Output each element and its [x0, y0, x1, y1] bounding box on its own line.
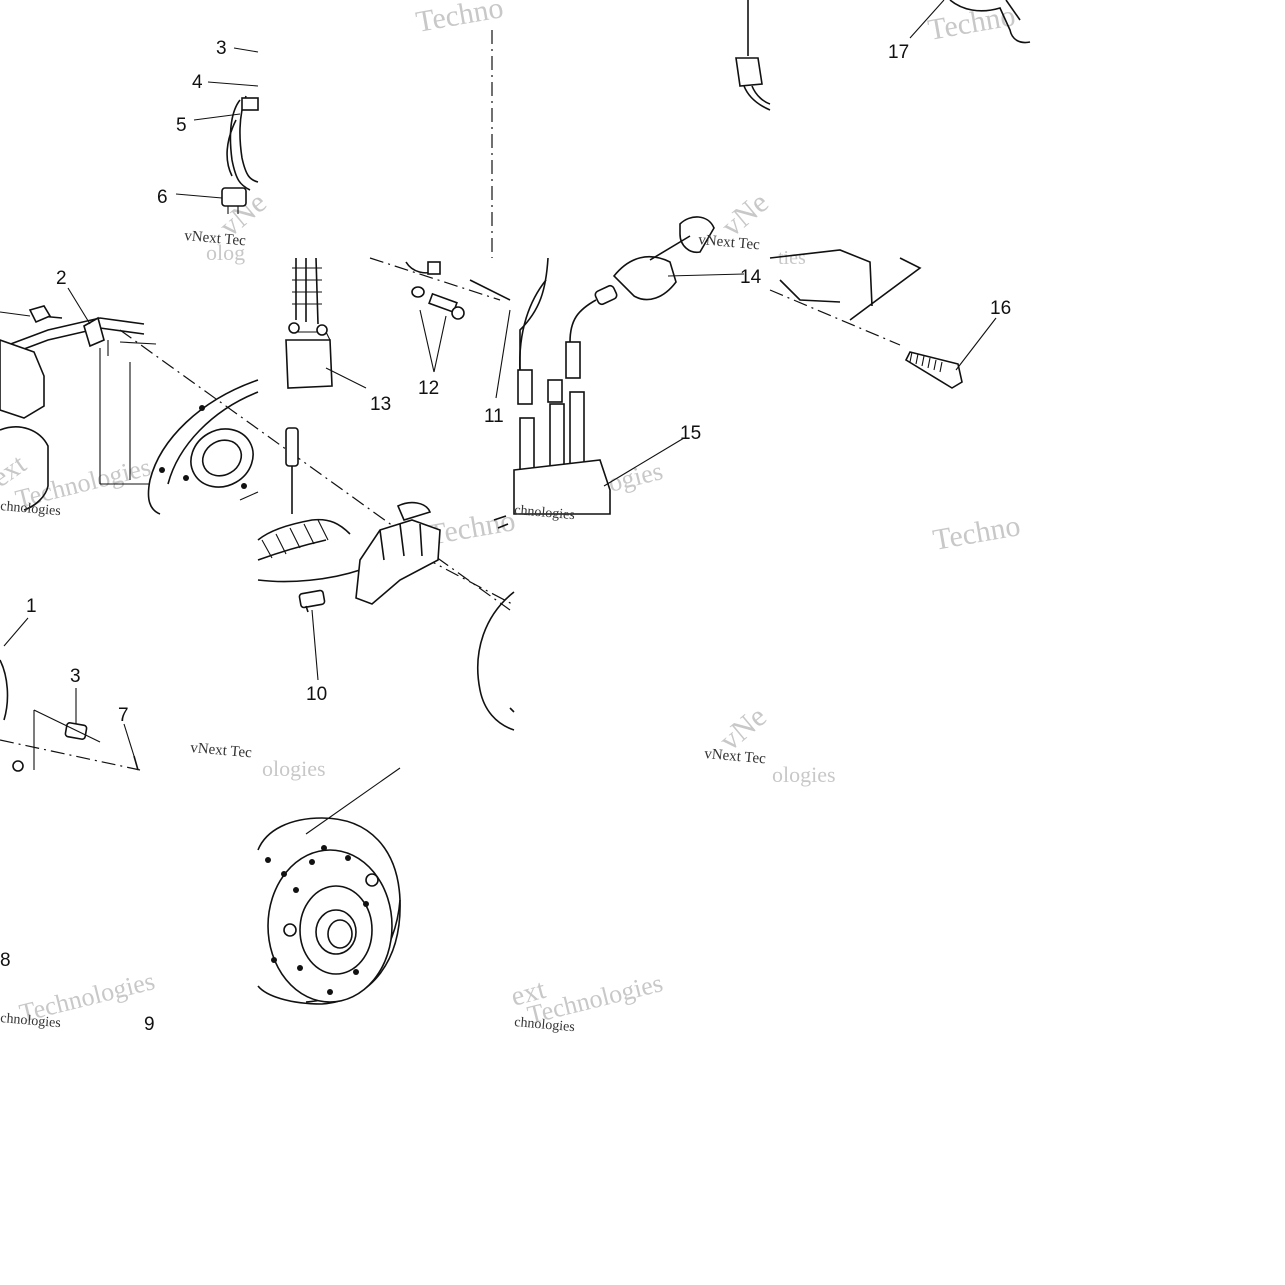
- watermark-text: vNext Tec: [190, 740, 253, 761]
- part-label-6: 6: [157, 187, 168, 208]
- part-label-3: 3: [216, 38, 227, 59]
- bracket-rectifier-group: [0, 305, 157, 511]
- part-label-17: 17: [888, 42, 909, 63]
- stator-coil-assembly: [257, 427, 509, 613]
- flywheel-rim: [476, 591, 515, 731]
- part-label-1: 1: [26, 596, 37, 617]
- part-label-13: 13: [370, 394, 391, 415]
- part-label-15: 15: [680, 423, 701, 444]
- part-label-2: 2: [56, 268, 67, 289]
- watermark-text: ologies: [262, 756, 326, 781]
- line-art: [0, 0, 1031, 1005]
- part-number-labels: 1 2 3 3 4 5 6 7 8 9 10 11 12 13 14 15 16…: [0, 38, 1011, 1035]
- watermark-text: Techno: [925, 0, 1017, 47]
- harness-switch-group: [221, 95, 259, 214]
- part-label-14: 14: [740, 267, 762, 288]
- watermark-text: chnologies: [0, 1011, 61, 1031]
- watermark-text: olog: [206, 240, 245, 265]
- part-label-5: 5: [176, 115, 187, 136]
- part-label-7: 7: [118, 705, 129, 726]
- watermark-text: Techno: [930, 509, 1022, 557]
- cdi-box-group: [769, 0, 1031, 389]
- stator-plate: [147, 379, 259, 515]
- watermark-text: chnologies: [0, 499, 61, 519]
- screws-12: [405, 261, 511, 320]
- watermark-text: vNext Tec: [704, 746, 767, 767]
- part-label-9: 9: [144, 1014, 155, 1035]
- watermark-text: chnologies: [514, 1015, 576, 1035]
- part-label-4: 4: [192, 72, 203, 93]
- plug-wire-cap: [735, 0, 771, 111]
- watermark-text: ologies: [772, 762, 836, 787]
- part-label-11: 11: [484, 406, 504, 427]
- watermark-text: vNext Tec: [184, 228, 247, 249]
- watermark-text: chnologies: [514, 503, 576, 523]
- connector-block-13: [285, 257, 333, 389]
- leader-lines: [0, 0, 997, 835]
- part-label-3: 3: [70, 666, 81, 687]
- watermark-text: ties: [778, 247, 806, 269]
- flywheel: [257, 817, 401, 1005]
- watermark-foreground: vNext Tec vNext Tec vNext Tec vNext Tec …: [0, 228, 767, 1035]
- watermark-text: vNext Tec: [698, 232, 761, 253]
- screw-group-bottom-left: [0, 659, 139, 772]
- ignition-coil-15: [513, 216, 715, 515]
- part-label-16: 16: [990, 298, 1011, 319]
- part-label-8: 8: [0, 950, 11, 971]
- watermark-layer: Techno Techno Techno Techno vNe vNe vNe …: [0, 0, 1023, 1030]
- part-label-12: 12: [418, 378, 439, 399]
- part-label-10: 10: [306, 684, 327, 705]
